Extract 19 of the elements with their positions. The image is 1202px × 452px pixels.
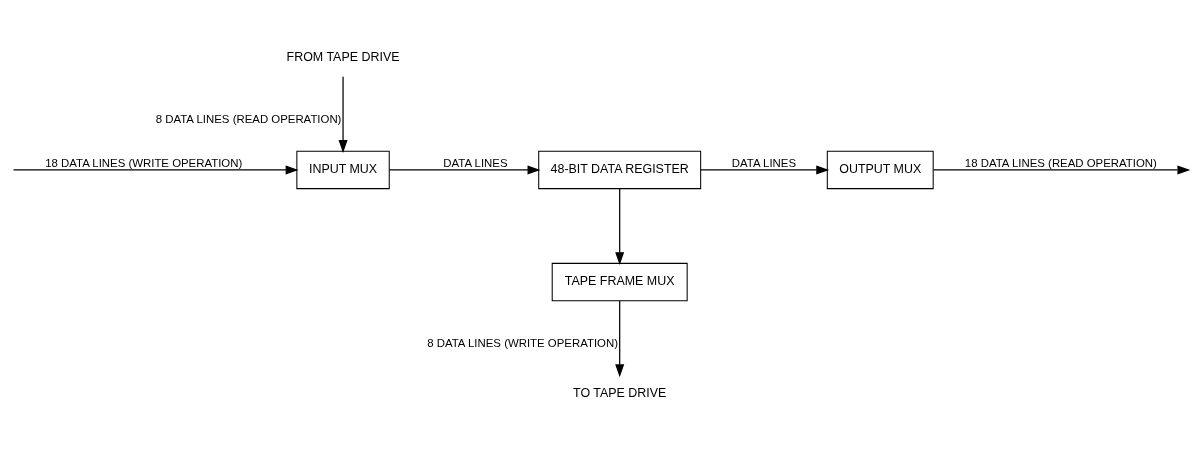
edge-label: 8 DATA LINES (WRITE OPERATION) bbox=[427, 337, 619, 350]
edge-label: 18 DATA LINES (READ OPERATION) bbox=[964, 156, 1157, 169]
arrow bbox=[12, 165, 299, 175]
arrow bbox=[338, 76, 348, 153]
node-text: FROM TAPE DRIVE bbox=[286, 50, 400, 65]
arrow bbox=[932, 165, 1191, 175]
arrow bbox=[700, 165, 830, 175]
node-box: 48-BIT DATA REGISTER bbox=[538, 150, 702, 190]
arrow bbox=[615, 188, 625, 266]
arrow bbox=[388, 165, 541, 175]
node-box: INPUT MUX bbox=[296, 150, 390, 190]
node-box: OUTPUT MUX bbox=[826, 150, 934, 190]
edge-label: DATA LINES bbox=[731, 156, 797, 169]
edge-label: DATA LINES bbox=[443, 156, 508, 169]
node-text: TO TAPE DRIVE bbox=[573, 386, 667, 401]
edge-label: 8 DATA LINES (READ OPERATION) bbox=[155, 112, 342, 125]
node-box: TAPE FRAME MUX bbox=[551, 262, 688, 302]
arrow bbox=[615, 300, 625, 378]
edge-label: 18 DATA LINES (WRITE OPERATION) bbox=[45, 156, 243, 169]
